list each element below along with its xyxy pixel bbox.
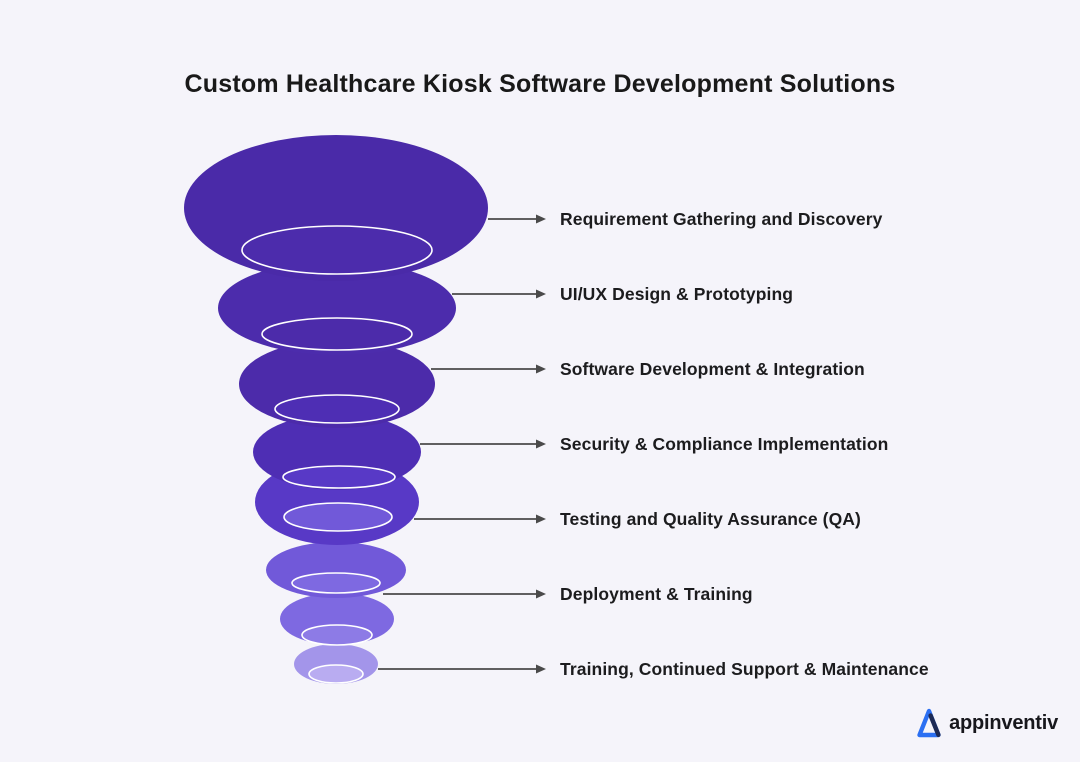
connector-arrow-5: [414, 514, 546, 524]
stage-label-5: Testing and Quality Assurance (QA): [560, 509, 861, 529]
funnel-openings: [241, 225, 433, 684]
funnel-tier-4-opening: [282, 465, 396, 489]
funnel-tier-5-opening: [283, 502, 393, 532]
stage-label-1: Requirement Gathering and Discovery: [560, 209, 883, 229]
appinventiv-logo-text: appinventiv: [949, 711, 1058, 734]
funnel-tier-8-opening: [308, 664, 364, 684]
funnel-tier-3-opening: [274, 394, 400, 424]
connector-arrow-1: [488, 214, 546, 224]
connector-arrow-4: [420, 439, 546, 449]
connector-arrow-3: [431, 364, 546, 374]
funnel-tier-2-opening: [261, 317, 413, 351]
connector-arrow-7: [378, 664, 546, 674]
funnel-tier-6-opening: [291, 572, 381, 594]
stage-label-7: Training, Continued Support & Maintenanc…: [560, 659, 929, 679]
stage-label-4: Security & Compliance Implementation: [560, 434, 889, 454]
connector-arrow-6: [383, 589, 546, 599]
connector-arrow-2: [452, 289, 546, 299]
connector-arrows: [378, 214, 546, 674]
funnel-tier-1-opening: [241, 225, 433, 275]
appinventiv-logo: appinventiv: [916, 706, 1058, 740]
page-title: Custom Healthcare Kiosk Software Develop…: [184, 69, 896, 98]
stage-label-3: Software Development & Integration: [560, 359, 865, 379]
appinventiv-logo-icon: [917, 708, 941, 738]
funnel-tier-7-opening: [301, 624, 373, 646]
stage-label-2: UI/UX Design & Prototyping: [560, 284, 794, 304]
stage-label-6: Deployment & Training: [560, 584, 753, 604]
